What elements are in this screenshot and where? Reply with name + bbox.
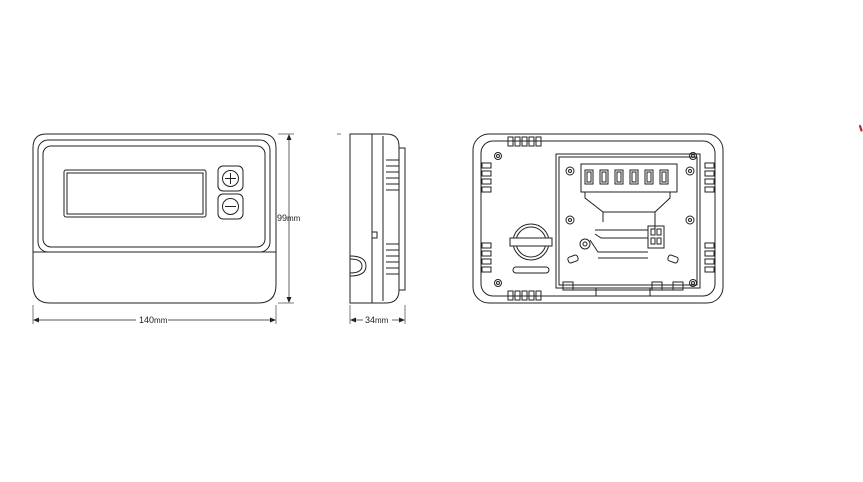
svg-text:140mm: 140mm	[139, 315, 168, 325]
height-value: 99	[277, 213, 287, 223]
side-body	[349, 133, 400, 304]
back-left-vents	[481, 162, 492, 273]
svg-text:99mm: 99mm	[277, 213, 301, 223]
depth-value: 34	[365, 315, 375, 325]
front-outer-body	[32, 133, 277, 304]
bottom-clips	[562, 281, 684, 297]
front-inner-bezel	[37, 139, 271, 253]
width-unit: mm	[154, 316, 168, 325]
side-vents-bottom	[386, 243, 399, 275]
depth-unit: mm	[375, 316, 389, 325]
side-view	[337, 133, 406, 324]
dip-switch	[589, 225, 665, 259]
plus-button	[217, 165, 244, 192]
lcd-display	[63, 169, 207, 218]
screw-hole	[689, 152, 697, 160]
back-top-vents	[507, 136, 542, 147]
height-dimension	[278, 133, 294, 304]
back-view	[472, 133, 724, 304]
width-value: 140	[139, 315, 154, 325]
front-view	[32, 133, 294, 324]
accent-mark	[858, 124, 863, 132]
minus-button	[217, 193, 244, 220]
back-outer	[472, 133, 724, 304]
screw-hole	[494, 279, 502, 287]
battery-cover	[509, 223, 553, 274]
back-bottom-vents	[507, 290, 542, 301]
width-dimension	[32, 305, 277, 324]
terminal-block	[580, 163, 678, 230]
back-right-vents	[704, 162, 715, 273]
screw-hole	[494, 152, 502, 160]
front-inner-bezel-2	[42, 145, 266, 248]
side-vents-top	[386, 159, 399, 191]
depth-dimension	[349, 305, 406, 324]
svg-text:34mm: 34mm	[365, 315, 389, 325]
side-latch	[349, 255, 367, 277]
lcd-display-inner	[66, 172, 204, 215]
height-unit: mm	[287, 214, 301, 223]
wiring-plate	[555, 153, 701, 289]
